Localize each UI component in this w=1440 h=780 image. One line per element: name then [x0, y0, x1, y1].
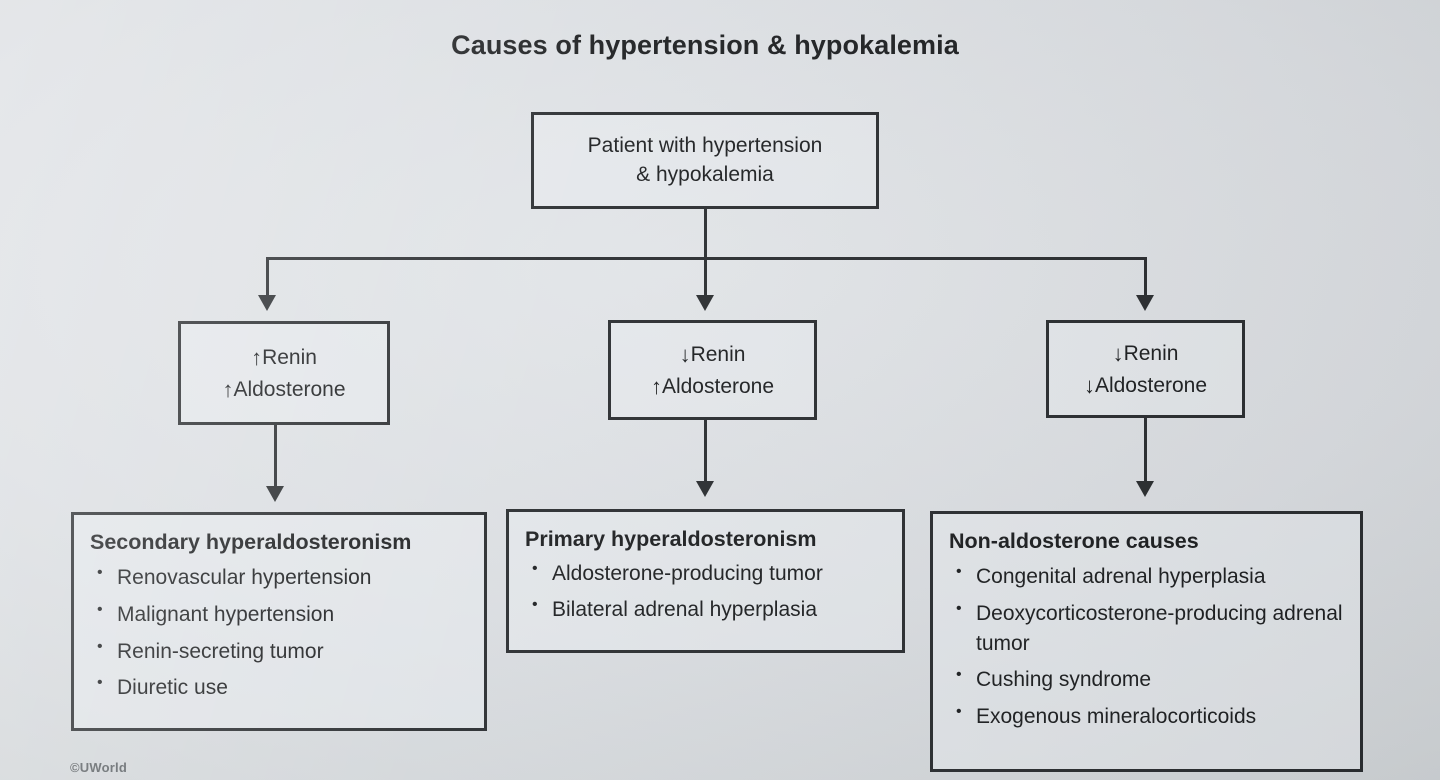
- branch-non-aldosterone-renin: ↓Renin: [1049, 337, 1242, 369]
- connector-root-stem: [704, 209, 707, 259]
- list-item: Deoxycorticosterone-producing adrenal tu…: [949, 598, 1346, 659]
- list-item: Malignant hypertension: [90, 599, 470, 630]
- down-arrow-icon: ↓: [679, 341, 691, 367]
- arrow-head-branch-left: [258, 295, 276, 311]
- outcome-non-aldosterone-list: Congenital adrenal hyperplasia Deoxycort…: [949, 561, 1346, 732]
- arrow-head-branch-right: [1136, 295, 1154, 311]
- down-arrow-icon: ↓: [1112, 340, 1124, 366]
- outcome-box-secondary: Secondary hyperaldosteronism Renovascula…: [71, 512, 487, 731]
- outcome-non-aldosterone-heading: Non-aldosterone causes: [949, 529, 1199, 553]
- down-arrow-icon: ↓: [1083, 373, 1095, 398]
- branch-non-aldosterone-renin-label: Renin: [1123, 341, 1179, 365]
- page-title: Causes of hypertension & hypokalemia: [451, 30, 959, 60]
- outcome-secondary-list: Renovascular hypertension Malignant hype…: [90, 562, 470, 703]
- root-box-line-1: Patient with hypertension: [587, 133, 823, 157]
- copyright-watermark: ©UWorld: [70, 760, 127, 775]
- connector-branch-center-stem: [704, 257, 707, 299]
- connector-branch-left-stem: [266, 257, 269, 299]
- connector-branch-right-stem: [1144, 257, 1147, 299]
- branch-primary-renin: ↓Renin: [611, 338, 814, 370]
- list-item: Renovascular hypertension: [90, 562, 470, 593]
- branch-primary-aldosterone-label: Aldosterone: [661, 375, 775, 398]
- connector-non-aldosterone-stem: [1144, 418, 1147, 484]
- branch-box-secondary: ↑Renin ↑Aldosterone: [178, 321, 390, 425]
- outcome-primary-list: Aldosterone-producing tumor Bilateral ad…: [525, 558, 888, 625]
- branch-secondary-aldosterone: ↑Aldosterone: [181, 373, 387, 405]
- branch-secondary-aldosterone-label: Aldosterone: [233, 378, 346, 401]
- arrow-head-secondary: [266, 486, 284, 502]
- root-box-line-2: & hypokalemia: [636, 162, 774, 186]
- outcome-primary-heading: Primary hyperaldosteronism: [525, 527, 817, 551]
- connector-secondary-stem: [274, 425, 277, 489]
- outcome-secondary-heading: Secondary hyperaldosteronism: [90, 530, 412, 554]
- up-arrow-icon: ↑: [251, 344, 263, 370]
- outcome-box-primary: Primary hyperaldosteronism Aldosterone-p…: [506, 509, 905, 653]
- branch-secondary-renin-label: Renin: [262, 345, 317, 369]
- list-item: Congenital adrenal hyperplasia: [949, 561, 1346, 592]
- list-item: Exogenous mineralocorticoids: [949, 701, 1346, 732]
- list-item: Cushing syndrome: [949, 664, 1346, 695]
- list-item: Aldosterone-producing tumor: [525, 558, 888, 589]
- root-box-patient: Patient with hypertension & hypokalemia: [531, 112, 879, 209]
- list-item: Diuretic use: [90, 672, 470, 703]
- branch-primary-aldosterone: ↑Aldosterone: [611, 370, 814, 402]
- branch-primary-renin-label: Renin: [690, 342, 746, 366]
- arrow-head-branch-center: [696, 295, 714, 311]
- list-item: Bilateral adrenal hyperplasia: [525, 594, 888, 625]
- up-arrow-icon: ↑: [222, 377, 234, 402]
- branch-box-primary: ↓Renin ↑Aldosterone: [608, 320, 817, 420]
- connector-primary-stem: [704, 420, 707, 484]
- arrow-head-non-aldosterone: [1136, 481, 1154, 497]
- outcome-box-non-aldosterone: Non-aldosterone causes Congenital adrena…: [930, 511, 1363, 772]
- branch-non-aldosterone-aldosterone-label: Aldosterone: [1094, 374, 1208, 397]
- up-arrow-icon: ↑: [650, 374, 662, 399]
- branch-non-aldosterone-aldosterone: ↓Aldosterone: [1049, 369, 1242, 401]
- branch-box-non-aldosterone: ↓Renin ↓Aldosterone: [1046, 320, 1245, 418]
- arrow-head-primary: [696, 481, 714, 497]
- branch-secondary-renin: ↑Renin: [181, 341, 387, 373]
- list-item: Renin-secreting tumor: [90, 636, 470, 667]
